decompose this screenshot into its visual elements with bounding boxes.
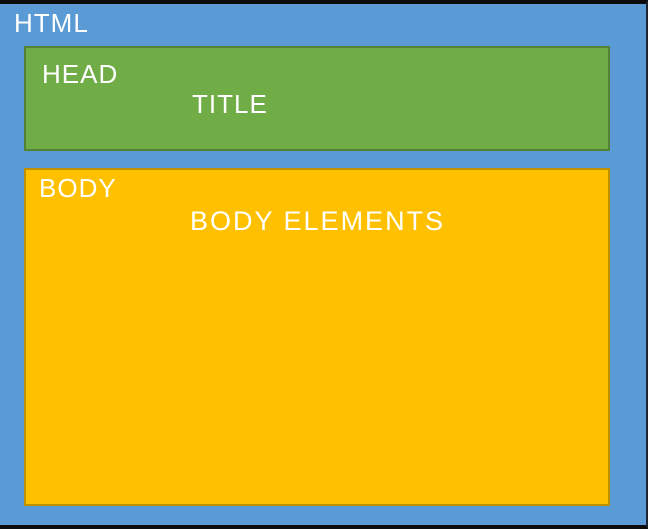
body-label: BODY bbox=[39, 173, 117, 203]
body-elements-label: BODY ELEMENTS bbox=[190, 206, 446, 236]
html-structure-diagram: HTML HEAD TITLE BODY BODY ELEMENTS bbox=[0, 4, 646, 525]
body-box: BODY BODY ELEMENTS bbox=[24, 168, 610, 506]
head-box: HEAD TITLE bbox=[24, 46, 610, 151]
html-root-label: HTML bbox=[14, 8, 89, 38]
head-label: HEAD bbox=[42, 59, 119, 89]
title-label: TITLE bbox=[192, 89, 268, 119]
